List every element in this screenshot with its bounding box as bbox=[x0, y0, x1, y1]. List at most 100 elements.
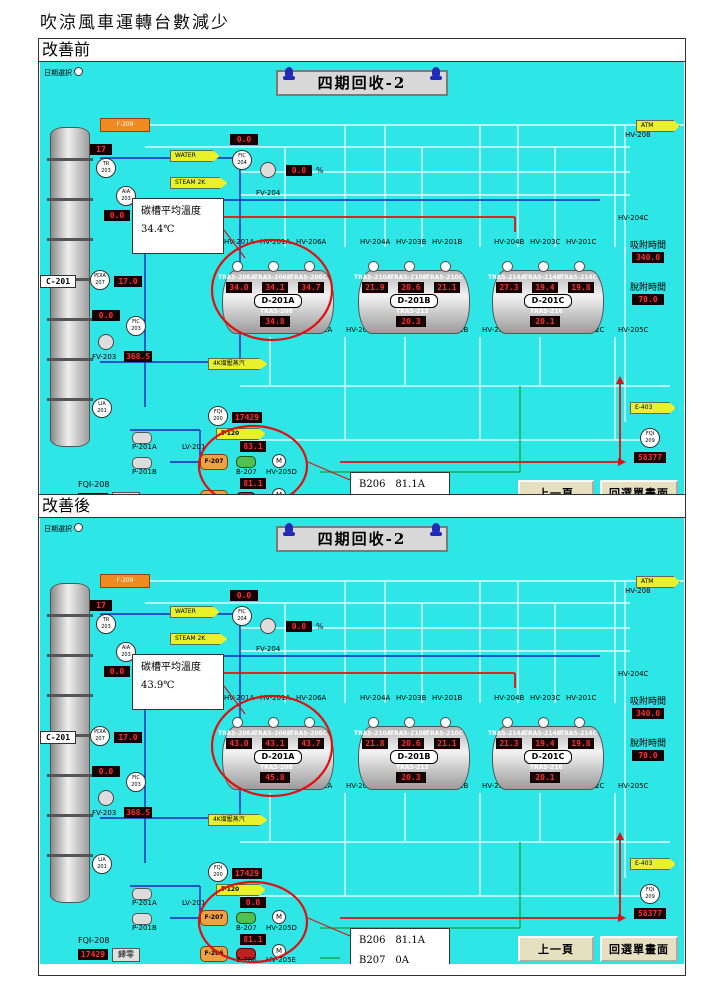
hv205d-label: HV-205D bbox=[266, 468, 297, 476]
p201b-label: P-201B bbox=[132, 924, 157, 932]
f209-label: F-209 bbox=[116, 577, 134, 584]
sensor-port-icon bbox=[502, 717, 513, 728]
tras-label: TRAS-206B bbox=[254, 274, 292, 281]
sensor-port-icon bbox=[440, 717, 451, 728]
sensor-port-icon bbox=[574, 717, 585, 728]
water-tag: WATER bbox=[170, 606, 220, 618]
tras-label: TRAS-206C bbox=[290, 730, 328, 737]
sensor-port-icon bbox=[368, 717, 379, 728]
bed-temperature: 43.7 bbox=[298, 738, 324, 749]
adsorb-time-value: 340.0 bbox=[632, 252, 664, 263]
valve-label: HV-201A bbox=[224, 694, 255, 702]
valve-label: HV-201B bbox=[432, 694, 463, 702]
hv205d-motor-icon[interactable]: M bbox=[272, 454, 286, 468]
tras-label: TRAS-210B bbox=[390, 274, 428, 281]
sensor-port-icon bbox=[232, 261, 243, 272]
fqi200-indicator: FQI 200 bbox=[208, 406, 228, 426]
reset-button[interactable]: 歸零 bbox=[112, 948, 140, 962]
desorb-time-label: 脫附時間 bbox=[630, 739, 667, 749]
hv205e-label: HV-205E bbox=[266, 956, 296, 964]
p201a-pump-icon[interactable] bbox=[132, 888, 152, 900]
f207-fan-box: F-207 bbox=[200, 910, 228, 926]
bottom-temperature: 45.8 bbox=[260, 772, 290, 783]
valve-label: HV-203C bbox=[530, 238, 561, 246]
bed-temperature: 19.8 bbox=[568, 738, 594, 749]
hv205d-motor-icon[interactable]: M bbox=[272, 910, 286, 924]
sensor-port-icon bbox=[232, 717, 243, 728]
aia203-value: 0.0 bbox=[104, 210, 130, 221]
bottom-tras-label: TRAS-216 bbox=[530, 308, 563, 315]
left-dome-icon bbox=[283, 523, 295, 537]
hv205c-label: HV-205C bbox=[618, 326, 649, 334]
f209-label: F-209 bbox=[116, 121, 134, 128]
valve-label: HV-201C bbox=[566, 694, 597, 702]
bed-temperature: 21.1 bbox=[434, 738, 460, 749]
tr203-indicator: TR 203 bbox=[96, 158, 116, 178]
tras-label: TRAS-214B bbox=[524, 274, 562, 281]
fv203-label: FV-203 bbox=[92, 353, 117, 361]
valve-label: HV-203B bbox=[396, 238, 427, 246]
bottom-tras-label: TRAS-208 bbox=[260, 308, 293, 315]
hv204c-label: HV-204C bbox=[618, 670, 649, 678]
b207-motor-icon[interactable] bbox=[236, 456, 256, 468]
p201a-pump-icon[interactable] bbox=[132, 432, 152, 444]
pct-sign: % bbox=[316, 166, 324, 175]
fv204-label: FV-204 bbox=[256, 645, 281, 653]
bed-temperature: 34.7 bbox=[298, 282, 324, 293]
f207-label: F-207 bbox=[204, 914, 224, 921]
sensor-port-icon bbox=[268, 261, 279, 272]
bottom-temperature: 20.3 bbox=[396, 316, 426, 327]
p201b-pump-icon[interactable] bbox=[132, 457, 152, 469]
valve-label: HV-201C bbox=[566, 238, 597, 246]
hv205a-label: HV-205A bbox=[346, 782, 377, 790]
date-select-radio[interactable] bbox=[74, 523, 83, 532]
fv204-valve-icon[interactable] bbox=[260, 162, 276, 178]
valve-label: HV-203C bbox=[530, 694, 561, 702]
p201b-pump-icon[interactable] bbox=[132, 913, 152, 925]
carbon-bed-temp-note: 碳槽平均溫度34.4℃ bbox=[132, 198, 224, 254]
fqi208-label: FQI-208 bbox=[78, 480, 110, 489]
lia201-indicator: LIA 201 bbox=[92, 854, 112, 874]
b207-motor-icon[interactable] bbox=[236, 912, 256, 924]
fv203-valve-icon[interactable] bbox=[98, 790, 114, 806]
f209-filter: F-209 bbox=[100, 118, 150, 132]
lv201-label: LV-201 bbox=[182, 899, 206, 907]
fv204-valve-icon[interactable] bbox=[260, 618, 276, 634]
bottom-temperature: 20.1 bbox=[530, 772, 560, 783]
fqi209-value: 58377 bbox=[634, 452, 666, 463]
tr203-indicator: TR 203 bbox=[96, 614, 116, 634]
right-dome-icon bbox=[430, 67, 442, 81]
sensor-port-icon bbox=[368, 261, 379, 272]
tras-label: TRAS-206A bbox=[218, 274, 256, 281]
valve-label: HV-201B bbox=[432, 238, 463, 246]
tras-label: TRAS-214A bbox=[488, 274, 526, 281]
tras-label: TRAS-206B bbox=[254, 730, 292, 737]
prev-page-button[interactable]: 上一頁 bbox=[518, 936, 594, 962]
fic204-value: 0.0 bbox=[230, 590, 258, 601]
panel-before: 改善前 bbox=[38, 38, 686, 510]
fan-current-note: B206 81.1A B207 0A bbox=[350, 928, 450, 964]
valve-label: HV-203B bbox=[396, 694, 427, 702]
back-to-menu-button[interactable]: 回選單畫面 bbox=[600, 936, 678, 962]
bottom-temperature: 20.3 bbox=[396, 772, 426, 783]
fic204-value: 0.0 bbox=[230, 134, 258, 145]
date-select-radio[interactable] bbox=[74, 67, 83, 76]
aia203-indicator: AIA 203 bbox=[116, 642, 136, 662]
date-select-label: 日期選択 bbox=[44, 525, 72, 533]
pct-sign: % bbox=[316, 622, 324, 631]
tras-label: TRAS-214B bbox=[524, 730, 562, 737]
hv204c-label: HV-204C bbox=[618, 214, 649, 222]
atm-tag: ATM bbox=[636, 120, 680, 132]
valve-label: HV-201A bbox=[224, 238, 255, 246]
sensor-port-icon bbox=[404, 717, 415, 728]
e403-tag: E-403 bbox=[630, 858, 676, 870]
fan-b207-current: 83.1 bbox=[240, 441, 266, 452]
desorb-time-value: 70.0 bbox=[632, 294, 664, 305]
valve-label: HV-201A bbox=[260, 238, 291, 246]
tank-name: D-201C bbox=[524, 750, 572, 764]
steam-boost-tag: 4K增壓蒸汽 bbox=[208, 358, 268, 370]
fv203-valve-icon[interactable] bbox=[98, 334, 114, 350]
tras-label: TRAS-214C bbox=[560, 274, 598, 281]
bed-temperature: 43.1 bbox=[262, 738, 288, 749]
scada-screen: 日期選択 四期回收-2 F-209 ATM HV-208 17 TR 203 C… bbox=[40, 518, 684, 964]
